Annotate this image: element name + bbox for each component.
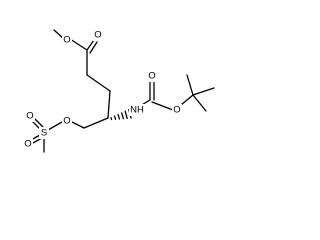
bond-ch2-ch2 (86, 74, 111, 92)
atom-nh: NH (129, 104, 145, 116)
bond-tbu-methyl-up (186, 74, 194, 96)
stereo-hash-wedge (110, 109, 132, 121)
atom-ester-oxygen: O (62, 34, 72, 46)
carbonyl-oxygen-1-label: O (94, 30, 101, 41)
bond-ester-o-carbonyl-c (69, 38, 88, 51)
atom-carbamate-oxygen: O (172, 104, 182, 116)
atom-mesyl-oxygen: O (62, 115, 72, 127)
bond-mesyl-o-sulfur (47, 121, 63, 131)
hash-stroke-5 (124, 110, 128, 120)
sulfonyl-oxygen-bottom-label: O (24, 139, 31, 150)
bond-sulfonyl-top-1 (31, 120, 41, 130)
bond-ch2-stereocenter (107, 90, 111, 119)
chemical-structure-diagram: O O O O NH O S O (23, 29, 215, 153)
atom-sulfonyl-oxygen-bottom: O (23, 138, 33, 150)
carbamate-oxygen-label: O (173, 105, 180, 116)
bond-lines (30, 29, 215, 153)
hash-stroke-2 (113, 115, 117, 120)
bond-ch2-mesyl-o (71, 121, 85, 129)
bond-carbonyl-double-1 (86, 39, 95, 51)
atom-carbonyl-oxygen-2: O (147, 70, 157, 82)
atom-sulfur: S (39, 127, 49, 139)
carbonyl-oxygen-2-label: O (148, 71, 155, 82)
bond-carbamate-c-o (151, 101, 174, 111)
nh-label: NH (130, 105, 144, 116)
hash-stroke-4 (121, 112, 124, 120)
ester-oxygen-label: O (63, 35, 70, 46)
sulfonyl-oxygen-top-label: O (26, 111, 33, 122)
sulfur-label: S (41, 128, 47, 139)
bond-carbamate-o-tbu (180, 94, 194, 106)
bond-tbu-methyl-down (192, 94, 207, 112)
mesyl-oxygen-label: O (63, 116, 70, 127)
hash-stroke-1 (110, 117, 113, 121)
bond-tbu-methyl-right (192, 87, 215, 96)
bond-carbonyl-double-2 (89, 41, 98, 54)
atom-sulfonyl-oxygen-top: O (25, 110, 35, 122)
hash-stroke-3 (117, 113, 121, 120)
bond-stereocenter-ch2o (83, 117, 109, 129)
bond-sulfonyl-top-2 (34, 118, 44, 128)
atom-labels: O O O O NH O S O (23, 29, 182, 150)
atom-carbonyl-oxygen-1: O (93, 29, 103, 41)
